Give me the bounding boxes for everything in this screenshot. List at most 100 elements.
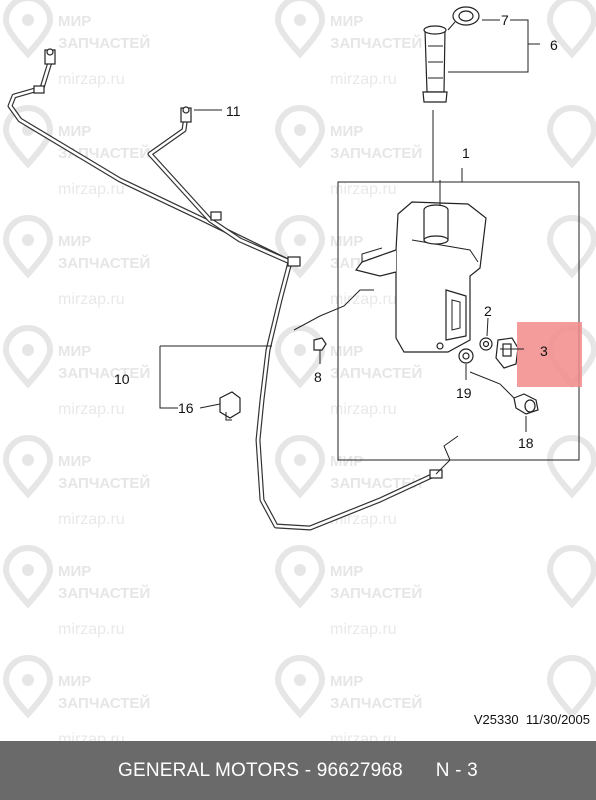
watermark-pin-icon: [274, 655, 326, 719]
watermark-layer: МИРЗАПЧАСТЕЙmirzap.ruМИРЗАПЧАСТЕЙmirzap.…: [2, 0, 596, 748]
callout-7[interactable]: 7: [501, 12, 509, 28]
filler-cap: [447, 6, 480, 31]
watermark-tile: [546, 655, 596, 719]
drawing-reference: V25330 11/30/2005: [430, 712, 590, 727]
watermark-pin-icon: [546, 655, 596, 719]
callout-19[interactable]: 19: [456, 385, 472, 401]
callout-6[interactable]: 6: [550, 37, 558, 53]
watermark-url: mirzap.ru: [330, 401, 397, 418]
watermark-line2: ЗАПЧАСТЕЙ: [58, 584, 150, 602]
washer-hose: [7, 59, 439, 531]
watermark-url: mirzap.ru: [58, 291, 125, 308]
bolt: [313, 337, 327, 364]
watermark-line1: МИР: [330, 453, 363, 470]
drawing-code: V25330: [473, 712, 519, 727]
watermark-line2: ЗАПЧАСТЕЙ: [330, 474, 422, 492]
watermark-tile: [546, 545, 596, 609]
footer-separator: -: [299, 759, 317, 781]
footer-position: N - 3: [435, 759, 478, 781]
footer-part-number[interactable]: 96627968: [316, 759, 403, 781]
footer-brand: GENERAL MOTORS: [118, 759, 300, 781]
watermark-line1: МИР: [58, 13, 91, 30]
watermark-line1: МИР: [330, 673, 363, 690]
callout-10[interactable]: 10: [114, 371, 130, 387]
drawing-date: 11/30/2005: [525, 712, 590, 727]
watermark-pin-icon: [2, 655, 54, 719]
watermark-url: mirzap.ru: [58, 401, 125, 418]
watermark-url: mirzap.ru: [58, 71, 125, 88]
watermark-line1: МИР: [330, 233, 363, 250]
leader-bracket-10: [159, 346, 178, 409]
level-sensor: [513, 393, 539, 415]
hose-to-tank: [435, 435, 459, 475]
watermark-line1: МИР: [330, 13, 363, 30]
watermark-url: mirzap.ru: [58, 181, 125, 198]
watermark-line1: МИР: [330, 563, 363, 580]
watermark-line2: ЗАПЧАСТЕЙ: [330, 694, 422, 712]
leader-line-2: [486, 317, 489, 337]
watermark-line1: МИР: [58, 563, 91, 580]
watermark-line1: МИР: [58, 673, 91, 690]
leader-line-sensor: [469, 371, 515, 399]
watermark-line2: ЗАПЧАСТЕЙ: [58, 34, 150, 52]
watermark-url: mirzap.ru: [330, 291, 397, 308]
filler-neck: [422, 25, 448, 103]
watermark-line2: ЗАПЧАСТЕЙ: [58, 694, 150, 712]
callout-11[interactable]: 11: [226, 103, 241, 119]
watermark-pin-icon: [546, 0, 596, 59]
watermark-tile: [546, 435, 596, 499]
footer-bar: GENERAL MOTORS - 96627968 N - 3: [0, 741, 596, 800]
watermark-url: mirzap.ru: [330, 181, 397, 198]
watermark-line2: ЗАПЧАСТЕЙ: [58, 364, 150, 382]
watermark-pin-icon: [546, 435, 596, 499]
callout-3[interactable]: 3: [540, 343, 548, 359]
highlight-part-3[interactable]: [517, 322, 582, 387]
callout-2[interactable]: 2: [484, 303, 492, 319]
hose-clip: [219, 391, 241, 421]
watermark-tile: МИР ЗАПЧАСТЕЙ mirzap.ru: [274, 545, 422, 638]
watermark-url: mirzap.ru: [58, 511, 125, 528]
leader-line-bolt: [293, 289, 374, 331]
watermark-pin-icon: [274, 545, 326, 609]
watermark-line1: МИР: [330, 343, 363, 360]
nozzle-connector-left: [44, 48, 56, 65]
watermark-line2: ЗАПЧАСТЕЙ: [58, 474, 150, 492]
watermark-line1: МИР: [58, 233, 91, 250]
nozzle-connector-right: [180, 106, 192, 123]
watermark-tile: МИР ЗАПЧАСТЕЙ mirzap.ru: [2, 215, 150, 308]
watermark-line1: МИР: [58, 343, 91, 360]
callout-18[interactable]: 18: [518, 435, 534, 451]
watermark-pin-icon: [2, 435, 54, 499]
sealing-washer: [458, 348, 474, 364]
watermark-line2: ЗАПЧАСТЕЙ: [330, 144, 422, 162]
watermark-url: mirzap.ru: [330, 621, 397, 638]
watermark-line2: ЗАПЧАСТЕЙ: [58, 254, 150, 272]
watermark-pin-icon: [2, 0, 54, 59]
watermark-line2: ЗАПЧАСТЕЙ: [330, 584, 422, 602]
watermark-tile: [546, 215, 596, 279]
callout-16[interactable]: 16: [178, 400, 194, 416]
leader-bracket-6: [448, 19, 529, 73]
watermark-line1: МИР: [58, 123, 91, 140]
leader-line-16: [199, 403, 221, 409]
watermark-url: mirzap.ru: [330, 71, 397, 88]
watermark-pin-icon: [274, 435, 326, 499]
callout-1[interactable]: 1: [462, 145, 470, 161]
washer-pump: [495, 337, 519, 369]
watermark-pin-icon: [2, 545, 54, 609]
watermark-pin-icon: [546, 215, 596, 279]
grommet: [479, 337, 493, 351]
watermark-tile: [546, 0, 596, 59]
watermark-pin-icon: [2, 215, 54, 279]
watermark-tile: МИР ЗАПЧАСТЕЙ mirzap.ru: [2, 325, 150, 418]
assembly-box: [337, 181, 580, 461]
callout-8[interactable]: 8: [314, 369, 322, 385]
watermark-pin-icon: [546, 105, 596, 169]
watermark-pin-icon: [546, 545, 596, 609]
washer-reservoir: [354, 180, 487, 353]
